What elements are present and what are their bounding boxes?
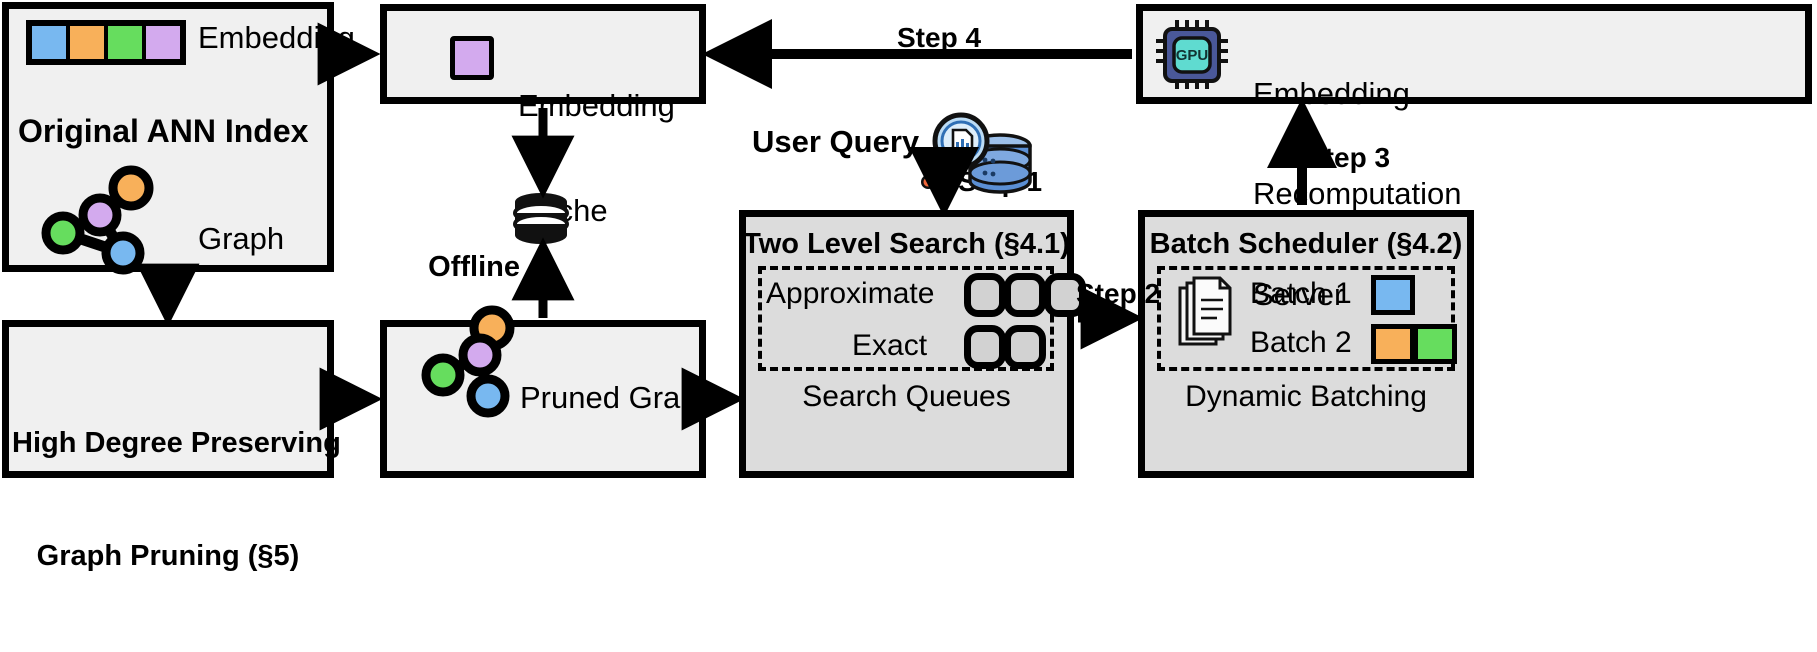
graph-label: Graph bbox=[198, 221, 285, 256]
two-level-search-box bbox=[739, 210, 1074, 478]
step-4-label: Step 4 bbox=[897, 22, 982, 53]
search-queues-footer: Search Queues bbox=[802, 380, 1011, 413]
batch-2-swatch-orange bbox=[1371, 324, 1415, 364]
diagram-canvas: Embedding Original ANN Index Graph Embed… bbox=[2, 2, 1812, 572]
exact-queue-slot-1 bbox=[964, 325, 1006, 369]
batch-2-label: Batch 2 bbox=[1250, 326, 1352, 359]
step-1-label: Step 1 bbox=[958, 166, 1043, 197]
graph-pruning-title: High Degree Preserving Graph Pruning (§5… bbox=[12, 350, 341, 652]
offline-storage-line1: Offline bbox=[428, 250, 520, 283]
embedding-cache-purple-square-icon bbox=[450, 36, 494, 80]
recomputation-server-line1: Embedding bbox=[1253, 75, 1410, 111]
graph-pruning-line1: High Degree Preserving bbox=[12, 427, 341, 460]
dynamic-batching-footer: Dynamic Batching bbox=[1185, 380, 1427, 413]
embedding-cache-line2: Cache bbox=[518, 192, 608, 228]
recomputation-server-line2: Recomputation bbox=[1253, 176, 1462, 212]
batch-1-swatch-blue bbox=[1371, 275, 1415, 315]
embedding-cache-box bbox=[380, 4, 706, 104]
exact-label: Exact bbox=[852, 329, 928, 362]
batch-2-swatch-green bbox=[1413, 324, 1457, 364]
recomputation-server-box bbox=[1136, 4, 1812, 104]
user-query-label: User Query bbox=[752, 124, 920, 159]
batch-1-label: Batch 1 bbox=[1250, 277, 1352, 310]
search-queues-dashed-region bbox=[758, 266, 1054, 371]
pruned-graph-box bbox=[380, 320, 706, 478]
embedding-label: Embedding bbox=[198, 20, 355, 55]
pruned-graph-label: Pruned Graph bbox=[520, 380, 715, 415]
embedding-swatch-green bbox=[108, 26, 146, 59]
embedding-cache-title: Embedding Cache bbox=[518, 20, 675, 298]
step-3-label: Step 3 bbox=[1306, 142, 1391, 173]
approximate-label: Approximate bbox=[766, 277, 935, 310]
embedding-swatch-blue bbox=[32, 26, 70, 59]
batch-scheduler-title: Batch Scheduler (§4.2) bbox=[1149, 228, 1463, 260]
graph-pruning-line2: Graph Pruning (§5) bbox=[36, 540, 300, 573]
dynamic-batching-dashed-region bbox=[1157, 266, 1455, 371]
approximate-queue-slot-2 bbox=[1004, 273, 1046, 317]
approximate-queue-slot-1 bbox=[964, 273, 1006, 317]
recomputation-server-title: Embedding Recomputation Server bbox=[1253, 10, 1462, 378]
embedding-swatch-strip bbox=[26, 20, 186, 65]
exact-queue-slot-2 bbox=[1004, 325, 1046, 369]
original-ann-index-title: Original ANN Index bbox=[18, 113, 309, 149]
step-2-label: Step 2 bbox=[1076, 278, 1161, 309]
embedding-swatch-orange bbox=[70, 26, 108, 59]
two-level-search-title: Two Level Search (§4.1) bbox=[743, 228, 1070, 260]
recomputation-server-line3: Server bbox=[1253, 276, 1345, 312]
embedding-cache-line1: Embedding bbox=[518, 88, 675, 124]
embedding-swatch-purple bbox=[146, 26, 180, 59]
